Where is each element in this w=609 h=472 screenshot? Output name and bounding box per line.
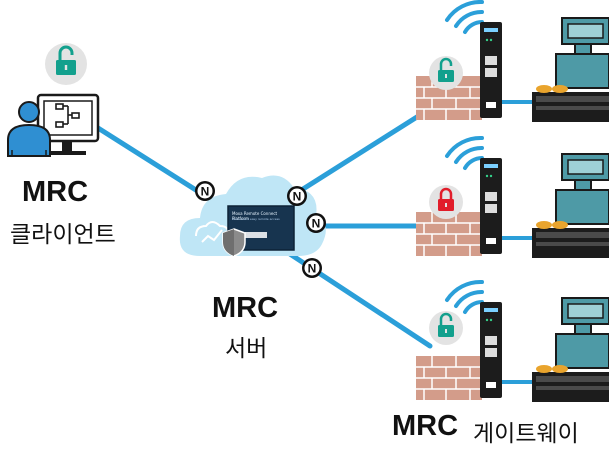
server-subtitle: 서버: [225, 336, 268, 362]
network-nodes: N N N N: [195, 181, 326, 278]
platform-screen-title: Moxa Remote Connect Platform: [232, 211, 278, 221]
gateway-device: [480, 302, 502, 398]
gateway-machine-lines: [500, 100, 532, 384]
factory-machine: [532, 17, 609, 122]
gateway-title: MRC: [392, 410, 459, 442]
client-lock-icon: [45, 43, 87, 85]
server-title: MRC: [212, 292, 279, 324]
node-label: N: [201, 185, 210, 199]
wifi-icon: [445, 0, 484, 34]
node-label: N: [293, 190, 302, 204]
node-gw2: N: [306, 213, 326, 233]
node-gw1: N: [287, 186, 307, 206]
gateway-unit-2: [416, 135, 609, 258]
open-lock-icon: [429, 311, 463, 345]
brick-wall: [416, 356, 482, 400]
client-subtitle: 클라이언트: [10, 222, 116, 248]
factory-machine: [532, 153, 609, 258]
closed-lock-icon: [429, 185, 463, 219]
link-server-gateway-1: [289, 107, 431, 199]
gateway-unit-1: [416, 0, 609, 122]
wifi-icon: [445, 279, 484, 314]
wifi-icon: [445, 135, 484, 170]
gateway-subtitle: 게이트웨이: [473, 421, 579, 447]
client-title: MRC: [22, 176, 89, 208]
node-gw3: N: [302, 258, 322, 278]
shield-icon: [222, 228, 246, 257]
platform-screen-subtitle: Secure and easy remote access: [232, 217, 280, 221]
brick-wall: [416, 76, 482, 120]
node-label: N: [308, 262, 317, 276]
node-client: N: [195, 181, 215, 201]
client-computer-icon: [7, 93, 100, 157]
node-label: N: [312, 217, 321, 231]
gateway-unit-3: [416, 279, 609, 402]
factory-machine: [532, 297, 609, 402]
gateway-device: [480, 22, 502, 118]
gateway-device: [480, 158, 502, 254]
open-lock-icon: [429, 56, 463, 90]
